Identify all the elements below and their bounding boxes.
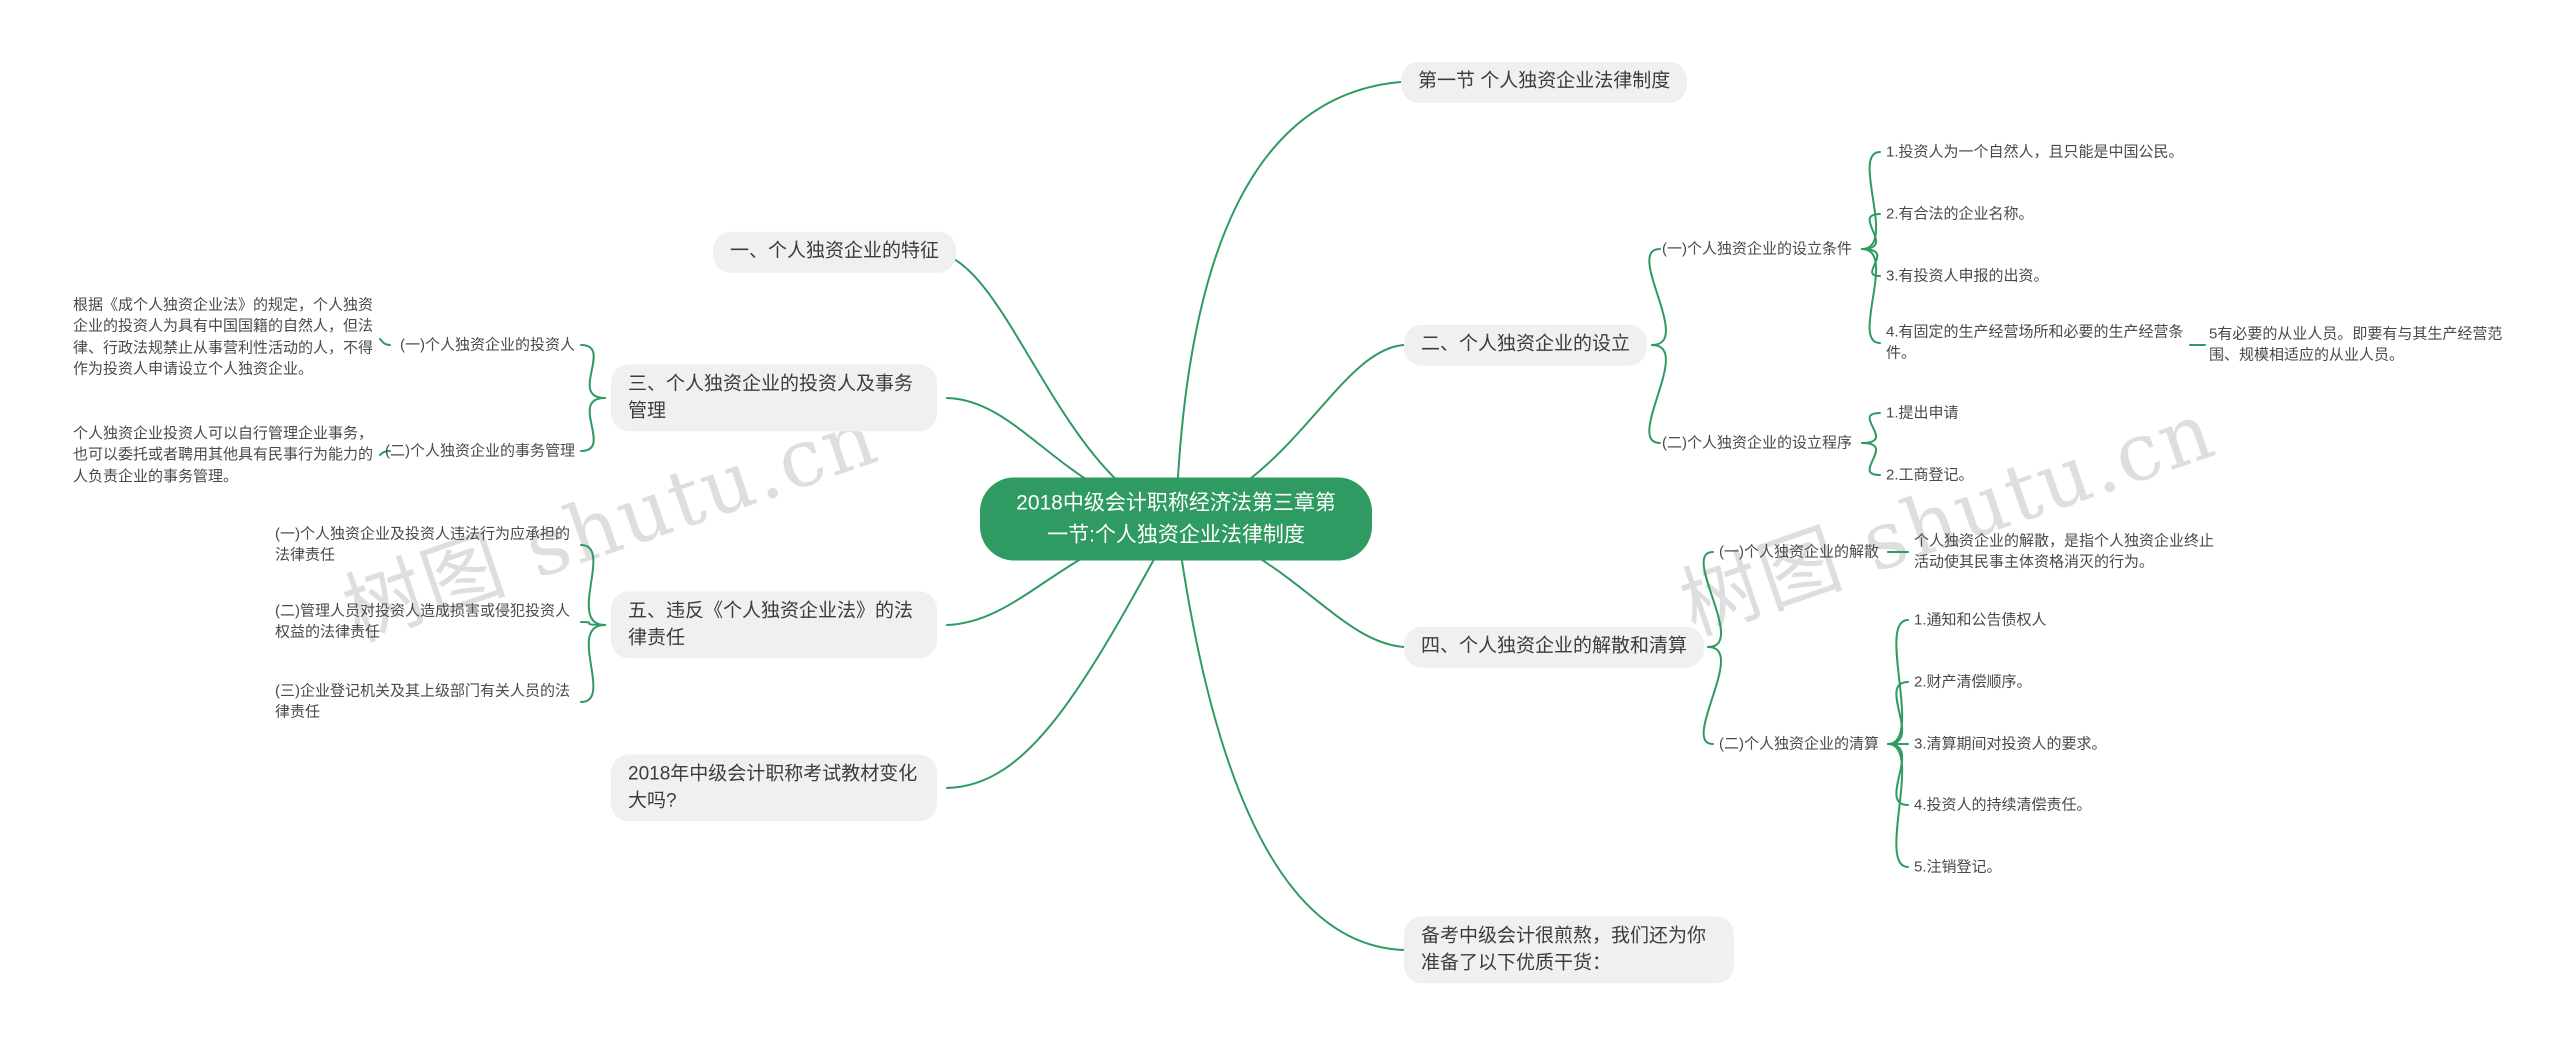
link-liability-1 xyxy=(580,544,606,626)
node-promo[interactable]: 备考中级会计很煎熬，我们还为你准备了以下优质干货： xyxy=(1404,916,1734,984)
link-liquidation-2 xyxy=(1887,681,1909,745)
sub-dissolve[interactable]: (一)个人独资企业的解散 xyxy=(1719,543,1879,561)
link-liquidation-4 xyxy=(1887,743,1909,806)
leaf-liquidation-3[interactable]: 3.清算期间对投资人的要求。 xyxy=(1914,735,2107,753)
link-center-textbook xyxy=(946,518,1177,789)
leaf-condition-3[interactable]: 3.有投资人申报的出资。 xyxy=(1886,267,2049,285)
leaf-dissolve-note[interactable]: 个人独资企业的解散，是指个人独资企业终止活动使其民事主体资格消灭的行为。 xyxy=(1914,532,2215,571)
link-center-section xyxy=(1175,81,1402,520)
node-section[interactable]: 第一节 个人独资企业法律制度 xyxy=(1401,61,1688,103)
link-conditions-1 xyxy=(1861,151,1881,250)
central-topic[interactable]: 2018中级会计职称经济法第三章第一节:个人独资企业法律制度 xyxy=(980,477,1372,561)
link-dissolution-liquidation xyxy=(1702,646,1722,745)
leaf-liquidation-5[interactable]: 5.注销登记。 xyxy=(1914,858,2002,876)
node-investors[interactable]: 三、个人独资企业的投资人及事务管理 xyxy=(611,364,937,432)
link-investor-note xyxy=(379,338,391,346)
leaf-liability-2[interactable]: (二)管理人员对投资人造成损害或侵犯投资人权益的法律责任 xyxy=(275,602,570,641)
link-conditions-2 xyxy=(1861,213,1881,250)
link-dissolution-dissolve xyxy=(1702,551,1722,648)
link-establish-conditions xyxy=(1648,248,1667,346)
node-features[interactable]: 一、个人独资企业的特征 xyxy=(713,231,957,273)
leaf-investor-note[interactable]: 根据《成个人独资企业法》的规定，个人独资企业的投资人为具有中国国籍的自然人，但法… xyxy=(73,296,374,378)
link-procedure-2 xyxy=(1861,442,1881,476)
leaf-procedure-2[interactable]: 2.工商登记。 xyxy=(1886,466,1974,484)
leaf-procedure-1[interactable]: 1.提出申请 xyxy=(1886,404,1959,422)
sub-investor[interactable]: (一)个人独资企业的投资人 xyxy=(400,336,575,354)
link-liability-3 xyxy=(580,624,606,703)
link-liquidation-1 xyxy=(1887,619,1909,745)
leaf-liability-3[interactable]: (三)企业登记机关及其上级部门有关人员的法律责任 xyxy=(275,682,570,721)
link-conditions-4 xyxy=(1861,248,1881,344)
leaf-condition-4[interactable]: 4.有固定的生产经营场所和必要的生产经营条件。 xyxy=(1886,323,2184,362)
node-establish[interactable]: 二、个人独资企业的设立 xyxy=(1404,324,1648,366)
sub-establish-conditions[interactable]: (一)个人独资企业的设立条件 xyxy=(1662,240,1852,258)
sub-establish-procedure[interactable]: (二)个人独资企业的设立程序 xyxy=(1662,434,1852,452)
link-investors-management xyxy=(580,397,606,452)
leaf-liability-1[interactable]: (一)个人独资企业及投资人违法行为应承担的法律责任 xyxy=(275,525,570,564)
leaf-management-note[interactable]: 个人独资企业投资人可以自行管理企业事务，也可以委托或者聘用其他具有民事行为能力的… xyxy=(73,425,374,485)
leaf-condition-1[interactable]: 1.投资人为一个自然人，且只能是中国公民。 xyxy=(1886,143,2184,161)
link-establish-procedure xyxy=(1648,344,1667,444)
link-center-promo xyxy=(1175,518,1405,951)
sub-management[interactable]: (二)个人独资企业的事务管理 xyxy=(385,442,575,460)
node-dissolution[interactable]: 四、个人独资企业的解散和清算 xyxy=(1404,626,1705,668)
leaf-condition-4-extra[interactable]: 5有必要的从业人员。即要有与其生产经营范围、规模相适应的从业人员。 xyxy=(2209,325,2503,364)
link-procedure-1 xyxy=(1861,412,1881,444)
node-textbook[interactable]: 2018年中级会计职称考试教材变化大吗? xyxy=(611,754,937,822)
leaf-liquidation-2[interactable]: 2.财产清偿顺序。 xyxy=(1914,673,2032,691)
leaf-liquidation-4[interactable]: 4.投资人的持续清偿责任。 xyxy=(1914,796,2092,814)
node-liability[interactable]: 五、违反《个人独资企业法》的法律责任 xyxy=(611,591,937,659)
link-management-note xyxy=(379,450,391,456)
link-liquidation-5 xyxy=(1887,743,1909,868)
sub-liquidation[interactable]: (二)个人独资企业的清算 xyxy=(1719,735,1879,753)
leaf-liquidation-1[interactable]: 1.通知和公告债权人 xyxy=(1914,611,2047,629)
leaf-condition-2[interactable]: 2.有合法的企业名称。 xyxy=(1886,205,2034,223)
link-investors-investor xyxy=(580,344,606,399)
